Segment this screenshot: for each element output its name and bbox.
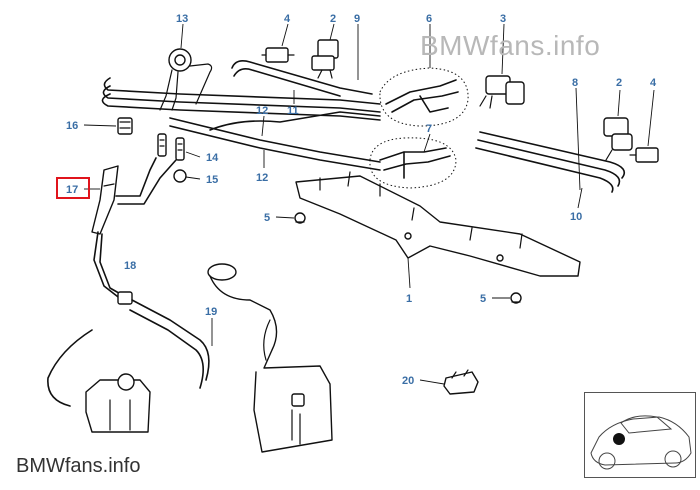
part-6-y-hose	[379, 67, 469, 127]
leader-lines	[83, 23, 655, 385]
part-4-connector-right	[629, 147, 659, 163]
callout-15: 15	[206, 174, 218, 186]
highlight-box-part-17	[56, 177, 90, 199]
car-outline-icon	[590, 415, 692, 470]
callout-17: 17	[66, 184, 78, 196]
callout-1: 1	[406, 293, 412, 305]
part-15-nut	[173, 169, 187, 183]
part-5-screw-right	[510, 292, 522, 304]
watermark-bottom: BMWfans.info	[16, 455, 141, 477]
hose-bundle-12	[169, 111, 381, 171]
part-17-hose-holder	[91, 157, 177, 235]
callout-5-left: 5	[264, 212, 270, 224]
callout-6: 6	[426, 13, 432, 25]
location-marker	[613, 433, 625, 445]
callout-4-right: 4	[650, 77, 657, 89]
part-5-screw-left	[294, 212, 306, 224]
callout-2-top: 2	[330, 13, 336, 25]
callout-12-upper: 12	[256, 105, 268, 117]
part-13-valve	[159, 48, 213, 111]
hose-bundle-10	[475, 131, 626, 193]
callout-16: 16	[66, 120, 78, 132]
callout-10: 10	[570, 211, 582, 223]
callout-18: 18	[124, 260, 136, 272]
callout-13: 13	[176, 13, 188, 25]
part-4-connector-top	[261, 47, 295, 63]
part-20-clip	[443, 369, 479, 395]
callout-11: 11	[287, 105, 299, 117]
part-3-solenoid	[479, 75, 525, 109]
part-2-solenoid-right	[603, 117, 633, 161]
callout-19: 19	[205, 306, 217, 318]
callout-20: 20	[402, 375, 414, 387]
callout-8: 8	[572, 77, 578, 89]
part-7-hose	[369, 137, 457, 189]
callout-4-top: 4	[284, 13, 291, 25]
part-19-reservoir	[207, 263, 333, 453]
callouts: 13 4 2 9 6 3 8 2 4 16 12 11 7 14 15 17 1…	[66, 13, 657, 387]
hose-bundle-9-11	[101, 60, 381, 121]
callout-9: 9	[354, 13, 360, 25]
callout-7: 7	[426, 123, 432, 135]
callout-2-right: 2	[616, 77, 622, 89]
part-18-hose	[47, 231, 210, 407]
callout-3: 3	[500, 13, 506, 25]
part-14-jets	[157, 133, 185, 161]
car-locator-thumbnail	[584, 392, 696, 478]
callout-5-right: 5	[480, 293, 486, 305]
callout-12-lower: 12	[256, 172, 268, 184]
part-16-clip	[117, 117, 133, 135]
callout-14: 14	[206, 152, 219, 164]
small-reservoir	[85, 373, 151, 433]
part-2-solenoid-top	[311, 39, 339, 79]
watermark-top: BMWfans.info	[420, 30, 601, 61]
part-1-carrier	[295, 171, 581, 277]
